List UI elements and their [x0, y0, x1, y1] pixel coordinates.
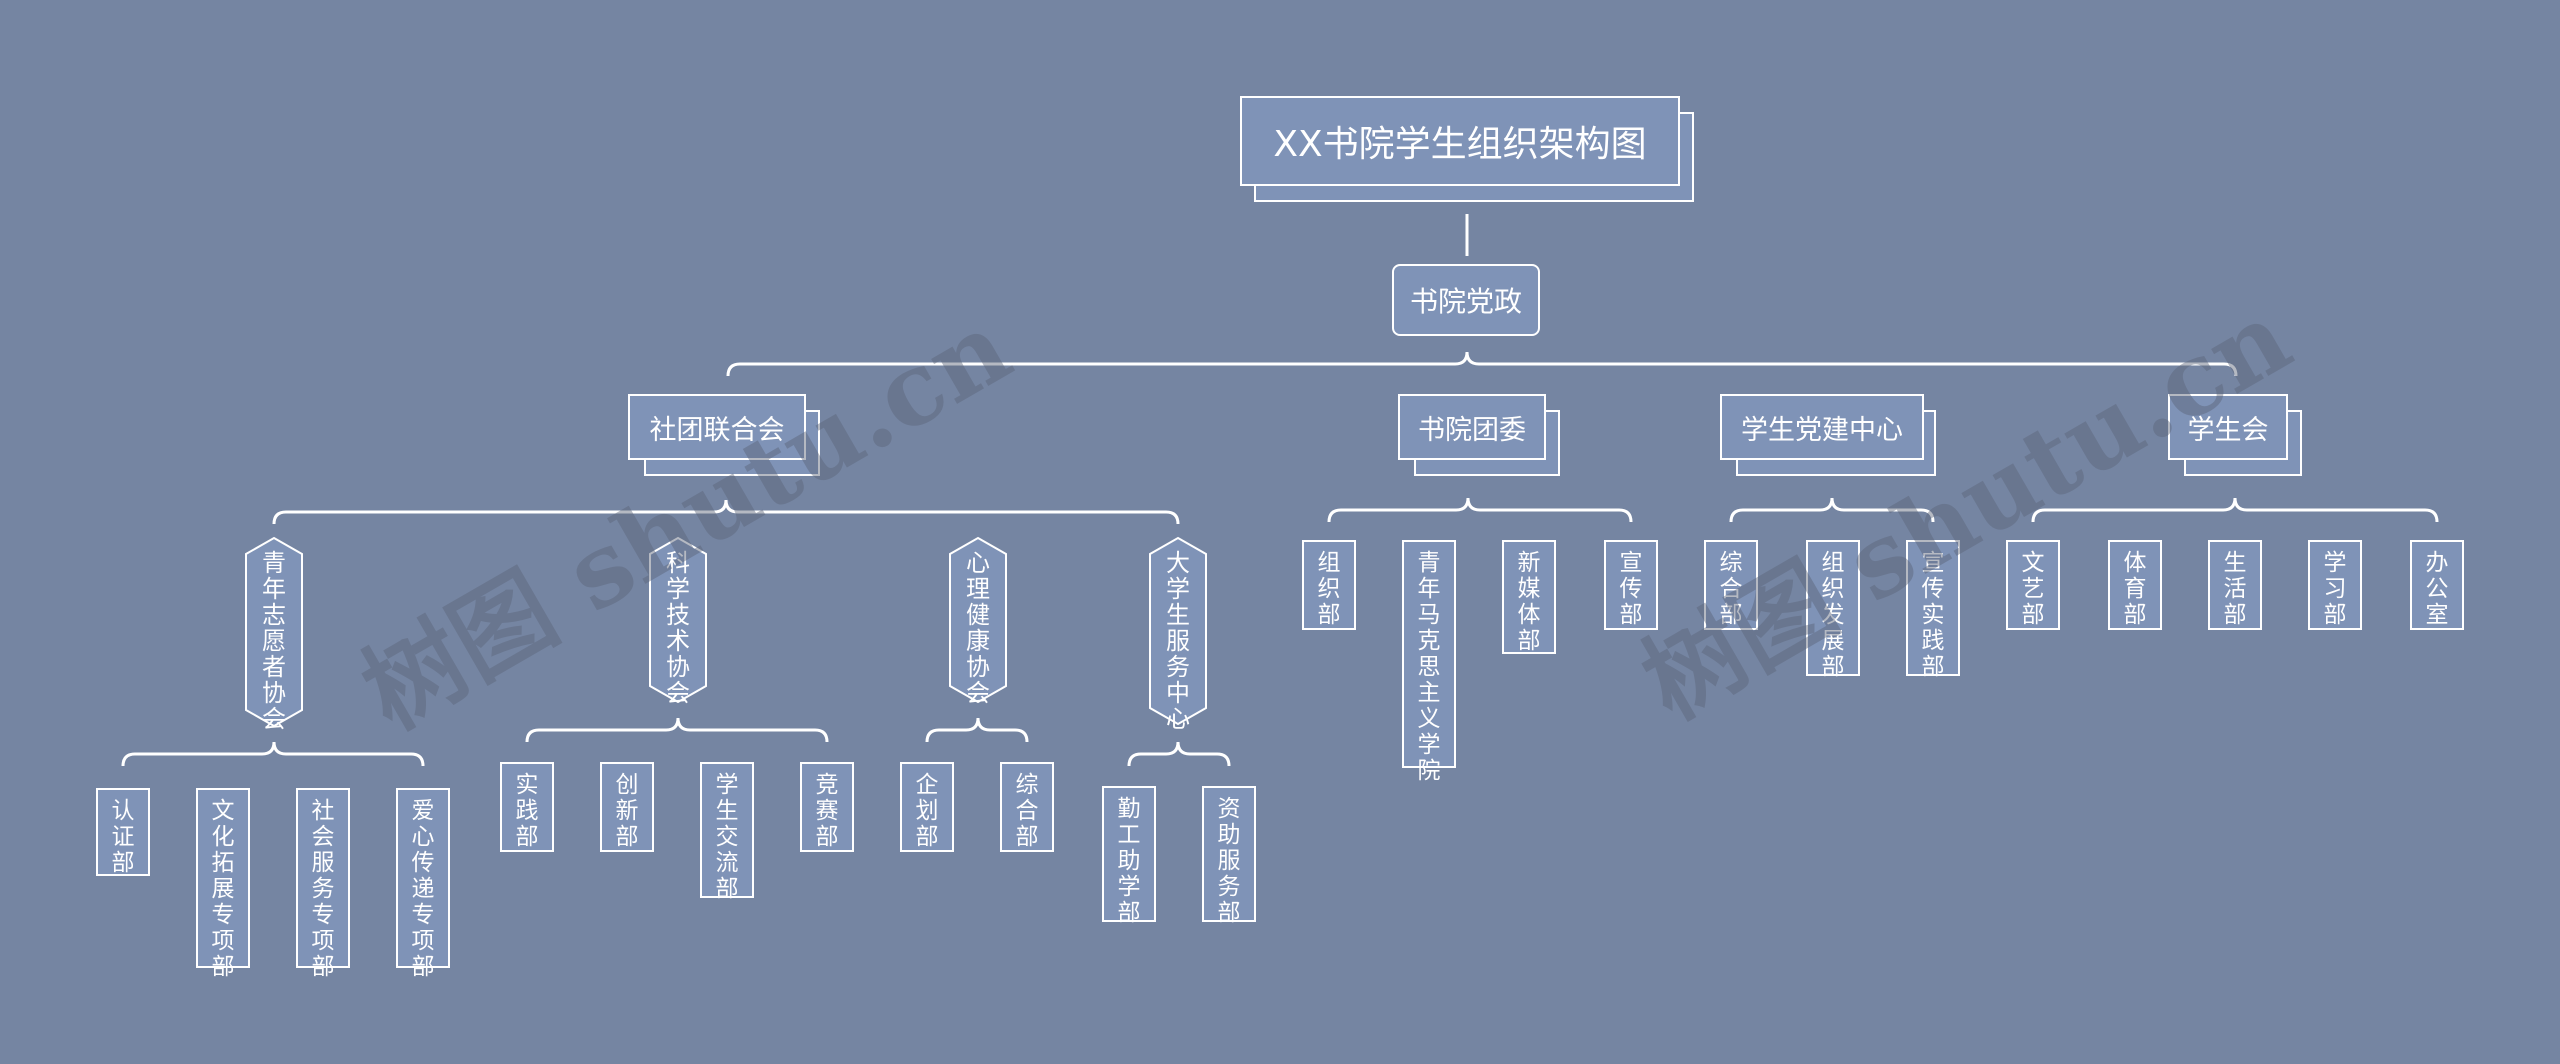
dept-label: 书院团委: [1398, 394, 1546, 460]
leaf-box[interactable]: 创新部: [600, 762, 654, 852]
leaf-box[interactable]: 爱心传递专项部: [396, 788, 450, 980]
leaf-box[interactable]: 认证部: [96, 788, 150, 876]
leaf-box[interactable]: 文艺部: [2006, 540, 2060, 630]
level1-node[interactable]: 书院党政: [1392, 264, 1540, 336]
dept-label: 社团联合会: [628, 394, 806, 460]
bracket-associations: [272, 499, 1180, 525]
bracket-science-leaves: [525, 717, 829, 743]
bracket-psychology-leaves: [925, 717, 1029, 743]
leaf-box[interactable]: 新媒体部: [1502, 540, 1556, 654]
dept-node-party-center[interactable]: 学生党建中心: [1720, 394, 1940, 480]
bracket-volunteer-leaves: [121, 741, 425, 767]
leaf-box[interactable]: 竞赛部: [800, 762, 854, 852]
diamond-psychology: [949, 536, 1007, 704]
leaf-label: 办公室: [2425, 550, 2449, 628]
diamond-science: [649, 536, 707, 704]
leaf-label: 创新部: [615, 772, 639, 850]
leaf-box[interactable]: 组织发展部: [1806, 540, 1860, 680]
leaf-box[interactable]: 文化拓展专项部: [196, 788, 250, 980]
leaf-box[interactable]: 生活部: [2208, 540, 2262, 630]
diamond-volunteer: [245, 536, 303, 728]
leaf-label: 青年马克思主义学院: [1417, 550, 1441, 784]
leaf-label: 组织部: [1317, 550, 1341, 628]
dept-node-youth-league[interactable]: 书院团委: [1398, 394, 1564, 480]
leaf-label: 新媒体部: [1517, 550, 1541, 654]
leaf-label: 企划部: [915, 772, 939, 850]
leaf-label: 宣传实践部: [1921, 550, 1945, 680]
level1-label: 书院党政: [1392, 264, 1540, 336]
leaf-box[interactable]: 学习部: [2308, 540, 2362, 630]
leaf-label: 综合部: [1015, 772, 1039, 850]
bracket-youth-league-leaves: [1327, 497, 1633, 523]
dept-label: 学生党建中心: [1720, 394, 1924, 460]
dept-node-student-union[interactable]: 学生会: [2168, 394, 2306, 480]
assoc-node-psychology[interactable]: 心理健康协会: [966, 549, 990, 707]
leaf-label: 体育部: [2123, 550, 2147, 628]
leaf-box[interactable]: 社会服务专项部: [296, 788, 350, 980]
leaf-label: 爱心传递专项部: [411, 798, 435, 980]
leaf-box[interactable]: 体育部: [2108, 540, 2162, 630]
leaf-label: 资助服务部: [1217, 796, 1241, 926]
dept-node-clubs[interactable]: 社团联合会: [628, 394, 824, 480]
leaf-label: 认证部: [111, 798, 135, 876]
leaf-box[interactable]: 综合部: [1704, 540, 1758, 630]
leaf-box[interactable]: 宣传实践部: [1906, 540, 1960, 680]
leaf-label: 勤工助学部: [1117, 796, 1141, 926]
leaf-box[interactable]: 实践部: [500, 762, 554, 852]
dept-label: 学生会: [2168, 394, 2288, 460]
leaf-box[interactable]: 综合部: [1000, 762, 1054, 852]
bracket-party-center-leaves: [1729, 497, 1935, 523]
leaf-box[interactable]: 办公室: [2410, 540, 2464, 630]
leaf-box[interactable]: 企划部: [900, 762, 954, 852]
leaf-label: 社会服务专项部: [311, 798, 335, 980]
bracket-departments: [726, 351, 2238, 377]
leaf-label: 学习部: [2323, 550, 2347, 628]
leaf-label: 文艺部: [2021, 550, 2045, 628]
leaf-label: 综合部: [1719, 550, 1743, 628]
bracket-student-union-leaves: [2031, 497, 2439, 523]
leaf-label: 竞赛部: [815, 772, 839, 850]
leaf-label: 学生交流部: [715, 772, 739, 902]
leaf-box[interactable]: 组织部: [1302, 540, 1356, 630]
assoc-node-science[interactable]: 科学技术协会: [666, 549, 690, 707]
root-title: XX书院学生组织架构图: [1240, 96, 1680, 186]
bracket-service-leaves: [1127, 741, 1231, 767]
leaf-box[interactable]: 宣传部: [1604, 540, 1658, 630]
leaf-label: 组织发展部: [1821, 550, 1845, 680]
assoc-node-volunteer[interactable]: 青年志愿者协会: [262, 549, 286, 733]
leaf-label: 生活部: [2223, 550, 2247, 628]
leaf-box[interactable]: 勤工助学部: [1102, 786, 1156, 926]
leaf-box[interactable]: 资助服务部: [1202, 786, 1256, 926]
leaf-label: 实践部: [515, 772, 539, 850]
root-node[interactable]: XX书院学生组织架构图: [1240, 96, 1696, 206]
assoc-node-service-center[interactable]: 大学生服务中心: [1166, 549, 1190, 733]
leaf-label: 宣传部: [1619, 550, 1643, 628]
leaf-box[interactable]: 青年马克思主义学院: [1402, 540, 1456, 784]
leaf-box[interactable]: 学生交流部: [700, 762, 754, 902]
diamond-service-center: [1149, 536, 1207, 726]
leaf-label: 文化拓展专项部: [211, 798, 235, 980]
